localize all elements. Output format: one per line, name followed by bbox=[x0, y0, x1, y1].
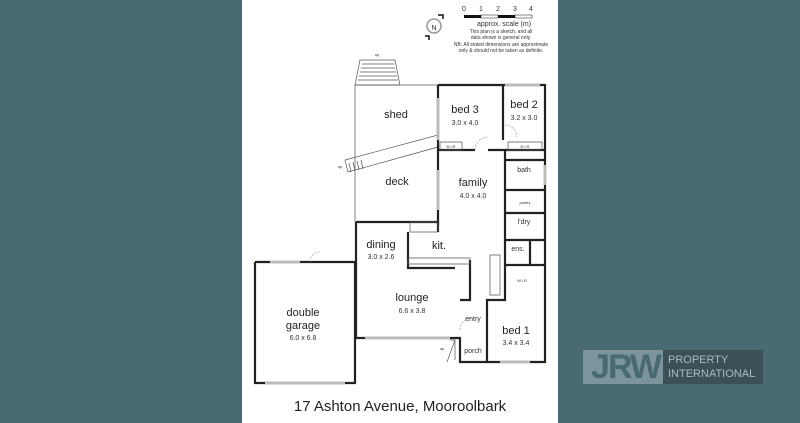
room-label-shed: shed bbox=[384, 109, 408, 121]
agency-logo: JRW PROPERTY INTERNATIONAL bbox=[583, 350, 763, 384]
room-label-wir: W.I.R bbox=[517, 278, 527, 283]
room-label-bath: bath bbox=[517, 167, 531, 174]
outdoor-area: up up shed deck bbox=[338, 52, 439, 223]
logo-text: PROPERTY INTERNATIONAL bbox=[663, 350, 763, 384]
north-compass-icon: N bbox=[425, 14, 444, 40]
note-line: data shown is general only. bbox=[471, 35, 531, 41]
room-label-pantry: pantry bbox=[519, 200, 530, 205]
room-dims-bed1: 3.4 x 3.4 bbox=[503, 340, 530, 347]
room-label-entry: entry bbox=[465, 316, 481, 323]
room-dims-bed3: 3.0 x 4.0 bbox=[452, 120, 479, 127]
svg-text:up: up bbox=[440, 346, 445, 351]
svg-text:N: N bbox=[431, 25, 436, 32]
room-label-deck: deck bbox=[385, 176, 409, 188]
scale-tick: 4 bbox=[529, 6, 533, 13]
floor-plan: 0 1 2 3 4 approx. scale (m) This plan is… bbox=[253, 6, 548, 385]
room-label-porch: porch bbox=[464, 348, 482, 355]
scale-bar: 0 1 2 3 4 approx. scale (m) This plan is… bbox=[454, 6, 548, 54]
scale-label: approx. scale (m) bbox=[477, 21, 531, 28]
room-dims-dining: 3.0 x 2.6 bbox=[368, 254, 395, 261]
svg-text:up: up bbox=[338, 164, 343, 169]
room-label-kitchen: kit. bbox=[432, 240, 446, 252]
room-label-family: family bbox=[459, 177, 488, 189]
scale-tick: 3 bbox=[513, 6, 517, 13]
note-line: NB: All stated dimensions are approximat… bbox=[454, 42, 548, 48]
logo-mark: JRW bbox=[583, 350, 663, 384]
floor-plan-sheet: 0 1 2 3 4 approx. scale (m) This plan is… bbox=[242, 0, 558, 423]
room-label-bed1: bed 1 bbox=[502, 325, 530, 337]
property-address: 17 Ashton Avenue, Mooroolbark bbox=[293, 398, 507, 415]
room-label-dining: dining bbox=[366, 239, 395, 251]
note-line: only & should not be taken as definite. bbox=[459, 48, 544, 54]
room-label-garage: garage bbox=[286, 320, 320, 332]
bir-label: B.I.R bbox=[447, 144, 456, 149]
scale-tick: 2 bbox=[496, 6, 500, 13]
room-dims-bed2: 3.2 x 3.0 bbox=[511, 115, 538, 122]
room-dims-lounge: 6.6 x 3.8 bbox=[399, 308, 426, 315]
note-line: This plan is a sketch, and all bbox=[470, 29, 533, 35]
scale-tick: 0 bbox=[462, 6, 466, 13]
room-dims-family: 4.0 x 4.0 bbox=[460, 193, 487, 200]
room-label-lounge: lounge bbox=[395, 292, 428, 304]
bir-label: B.I.R bbox=[521, 144, 530, 149]
room-label-ensuite: ens. bbox=[511, 246, 524, 253]
house-walls bbox=[253, 83, 547, 385]
room-dims-garage: 6.0 x 6.8 bbox=[290, 335, 317, 342]
room-labels: B.I.R B.I.R bed 3 3.0 x 4.0 bed 2 3.2 x … bbox=[286, 99, 538, 355]
svg-text:up: up bbox=[375, 52, 380, 57]
room-label-laundry: l'dry bbox=[518, 219, 531, 226]
room-label-bed3: bed 3 bbox=[451, 104, 479, 116]
room-label-garage: double bbox=[286, 307, 319, 319]
room-label-bed2: bed 2 bbox=[510, 99, 538, 111]
scale-tick: 1 bbox=[479, 6, 483, 13]
